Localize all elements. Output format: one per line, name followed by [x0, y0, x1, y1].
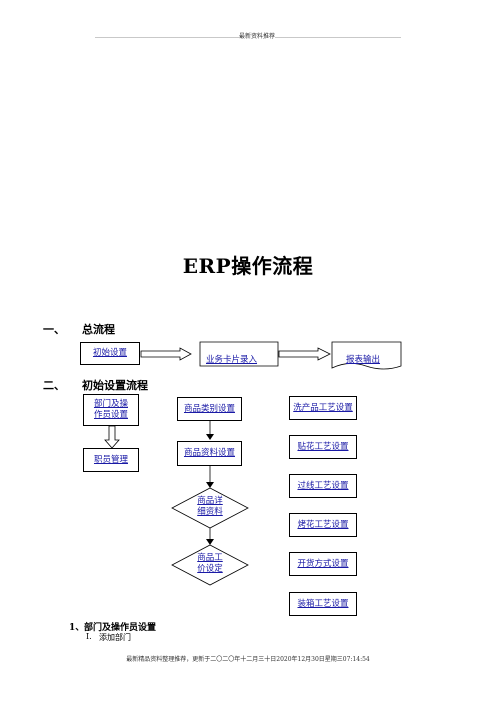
product-price-diamond[interactable]: 商品工 价设定 [190, 553, 230, 574]
dept-operator-link-line2[interactable]: 作员设置 [93, 410, 128, 420]
page-footer: 最新精品资料整理推荐，更新于二〇二〇年十二月三十日2020年12月30日星期三0… [126, 656, 370, 663]
subsection-heading: 部门及操作员设置 [84, 623, 157, 633]
wash-process-link[interactable]: 洗产品工艺设置 [293, 402, 353, 413]
business-card-entry-box[interactable]: 业务卡片录入 [206, 347, 257, 366]
list-item-marker: I. [86, 632, 92, 641]
staff-management-link[interactable]: 职员管理 [93, 454, 128, 465]
product-data-box[interactable]: 商品资料设置 [177, 441, 242, 466]
product-category-link[interactable]: 商品类别设置 [183, 403, 235, 414]
packing-process-link[interactable]: 装箱工艺设置 [297, 598, 349, 609]
bake-process-link[interactable]: 烤花工艺设置 [297, 519, 349, 530]
section-2-number: 二、 [43, 379, 65, 392]
dept-operator-setup-box[interactable]: 部门及操 作员设置 [83, 394, 139, 426]
invoice-method-box[interactable]: 开货方式设置 [289, 552, 357, 576]
initial-setup-box[interactable]: 初始设置 [80, 342, 140, 365]
wash-process-box[interactable]: 洗产品工艺设置 [289, 396, 357, 420]
subsection-number: 1、 [69, 623, 85, 633]
product-detail-link-line1[interactable]: 商品详 [197, 496, 223, 506]
section-1-number: 一、 [43, 323, 65, 336]
initial-setup-link[interactable]: 初始设置 [92, 348, 127, 359]
sticker-process-link[interactable]: 贴花工艺设置 [297, 441, 349, 452]
staff-management-box[interactable]: 职员管理 [83, 448, 139, 472]
product-detail-diamond[interactable]: 商品详 细资料 [190, 496, 230, 517]
product-price-link-line2[interactable]: 价设定 [197, 563, 223, 574]
line-process-link[interactable]: 过线工艺设置 [297, 480, 349, 491]
packing-process-box[interactable]: 装箱工艺设置 [289, 592, 357, 616]
list-item-text: 添加部门 [99, 633, 131, 642]
bake-process-box[interactable]: 烤花工艺设置 [289, 513, 357, 537]
line-process-box[interactable]: 过线工艺设置 [289, 474, 357, 498]
invoice-method-link[interactable]: 开货方式设置 [297, 558, 349, 569]
report-output-box[interactable]: 报表输出 [346, 347, 380, 366]
report-output-link[interactable]: 报表输出 [346, 355, 381, 365]
sticker-process-box[interactable]: 贴花工艺设置 [289, 435, 357, 459]
product-price-link-line1[interactable]: 商品工 [197, 553, 223, 563]
product-detail-link-line2[interactable]: 细资料 [197, 506, 223, 517]
section-1-heading: 总流程 [82, 323, 115, 336]
dept-operator-link-line1[interactable]: 部门及操 [93, 399, 128, 410]
page-title: ERP操作流程 [182, 254, 314, 278]
product-data-link[interactable]: 商品资料设置 [183, 448, 235, 459]
section-2-heading: 初始设置流程 [82, 379, 148, 392]
page-header: ………………………………………………………………最新资料推荐…………………………… [94, 33, 401, 40]
business-card-entry-link[interactable]: 业务卡片录入 [206, 355, 258, 365]
product-category-box[interactable]: 商品类别设置 [177, 397, 242, 421]
